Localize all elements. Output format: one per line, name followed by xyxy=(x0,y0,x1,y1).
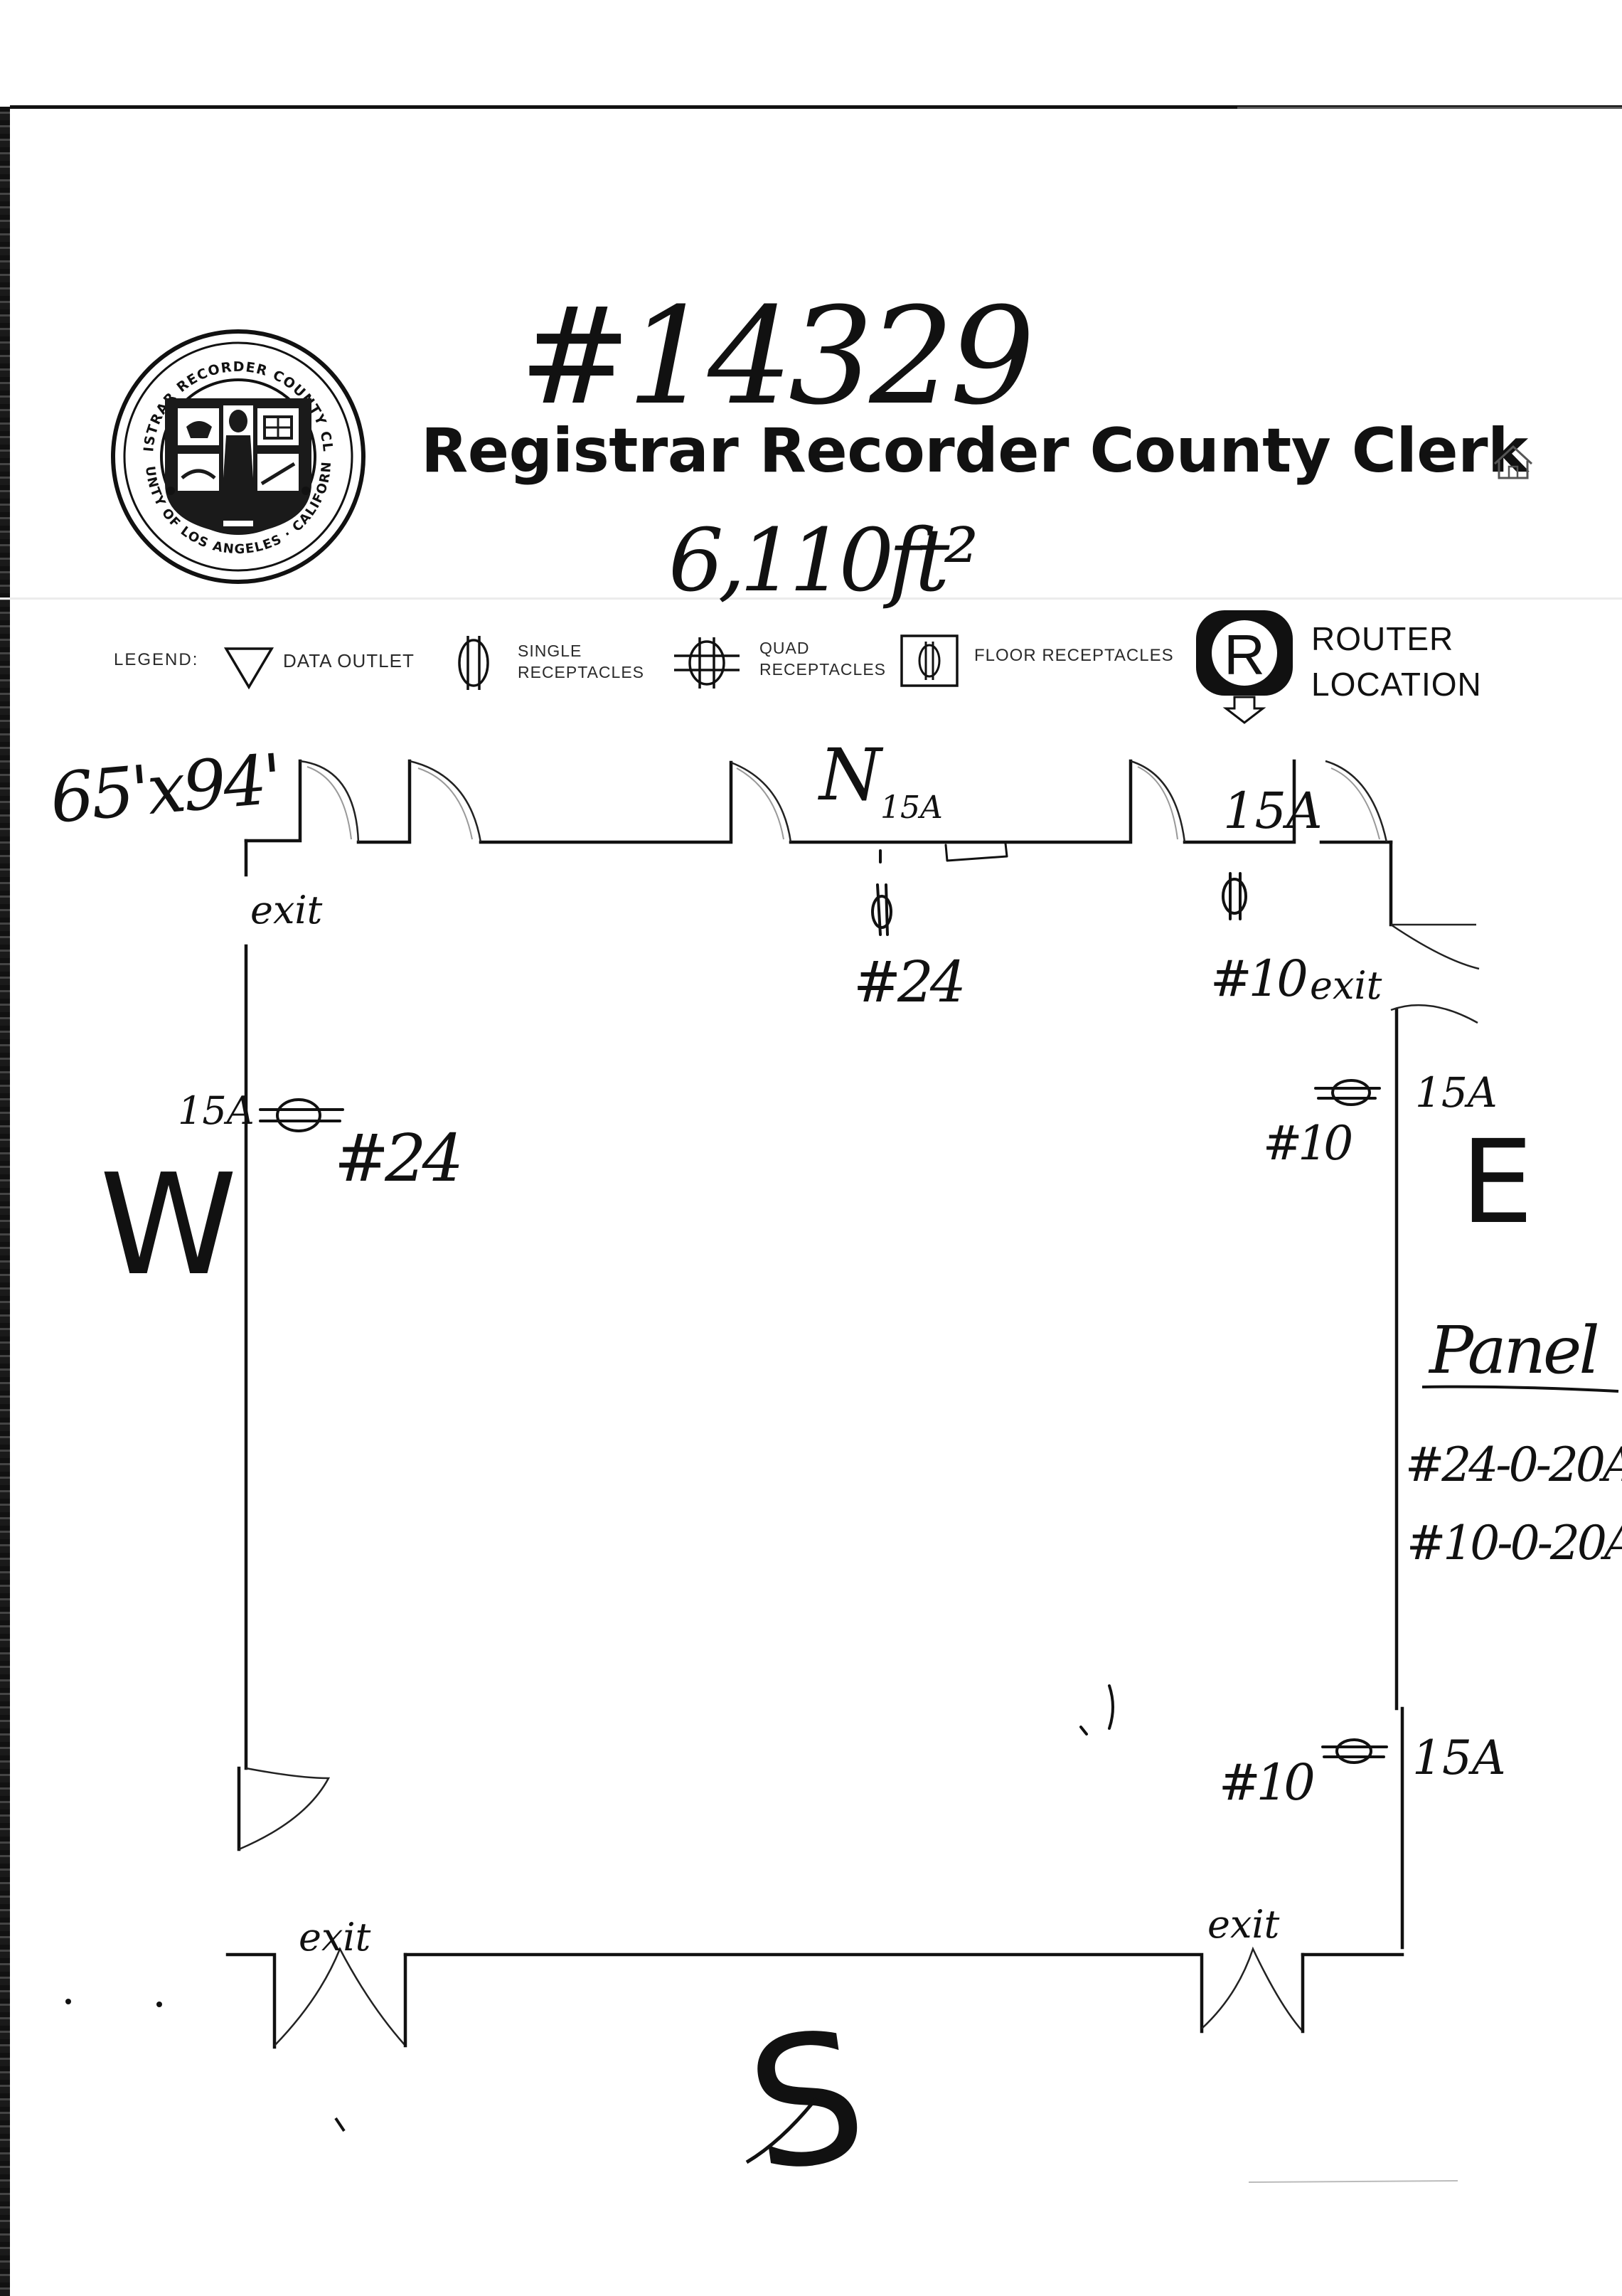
amperage-northeast: 15A xyxy=(1223,782,1323,840)
legend-quad-line2: RECEPTACLES xyxy=(759,660,887,679)
north-wall xyxy=(244,759,1393,844)
router-letter: R xyxy=(1224,623,1265,686)
east-quad-receptacle-lower xyxy=(1321,1738,1388,1764)
data-outlet-icon xyxy=(223,647,274,690)
exit-label-northwest: exit xyxy=(250,888,323,932)
dimensions-note: 65'x94' xyxy=(47,739,283,839)
west-quad-receptacle xyxy=(259,1098,344,1132)
north-door-swing-2 xyxy=(409,760,482,843)
header-divider xyxy=(0,597,1622,600)
scan-top-edge-right xyxy=(1237,107,1622,109)
router-icon: R xyxy=(1196,610,1293,724)
legend-quad-line1: QUAD xyxy=(759,639,810,657)
circuit-southeast: #10 xyxy=(1219,1753,1314,1812)
stray-tick xyxy=(334,2117,346,2132)
circuit-northeast: #10 xyxy=(1210,950,1307,1008)
area-note: 6,110ft² xyxy=(668,510,976,611)
legend-single-line2: RECEPTACLES xyxy=(518,663,645,681)
legend-floor-receptacles-label: FLOOR RECEPTACLES xyxy=(974,646,1174,665)
west-label: W xyxy=(100,1144,238,1307)
south-label: S xyxy=(737,1992,877,2212)
east-wall xyxy=(1389,840,1404,1950)
north-door-swing-5 xyxy=(1325,760,1388,843)
project-number: #14329 xyxy=(519,279,1032,435)
south-exit-jambs xyxy=(403,1952,1305,2048)
scan-bottom-mark xyxy=(1248,2180,1458,2183)
north-panel-box xyxy=(944,842,1008,862)
south-east-exit-swing xyxy=(1201,1946,1303,2032)
panel-label-underline xyxy=(1421,1385,1619,1393)
legend-router-line2: LOCATION xyxy=(1311,666,1482,703)
seal-shield xyxy=(165,398,311,535)
legend-single-line1: SINGLE xyxy=(518,642,582,660)
panel-circuit-2: #10-0-20A xyxy=(1407,1516,1622,1570)
circuit-east: #10 xyxy=(1263,1116,1352,1171)
circuit-west: #24 xyxy=(334,1120,459,1196)
north-door-swing-1 xyxy=(299,760,360,843)
legend-label: LEGEND: xyxy=(114,650,199,669)
east-quad-receptacle-upper xyxy=(1314,1079,1381,1106)
south-west-exit-swing xyxy=(274,1947,406,2046)
panel-circuit-1: #24-0-20A xyxy=(1405,1437,1622,1492)
amperage-west: 15A xyxy=(178,1088,255,1133)
seal-inner-ring xyxy=(123,341,353,572)
north-door-swing-4 xyxy=(1130,760,1186,843)
exit-label-southeast: exit xyxy=(1207,1902,1280,1947)
scan-left-edge xyxy=(0,107,10,2296)
quad-receptacle-icon xyxy=(674,637,740,689)
west-wall xyxy=(237,839,248,1851)
south-label-tail xyxy=(745,2097,818,2164)
legend-router-line1: ROUTER xyxy=(1311,620,1454,657)
stray-dot-2 xyxy=(156,2002,162,2007)
stray-mark xyxy=(1079,1684,1114,1736)
legend-router-label: ROUTER LOCATION xyxy=(1311,616,1482,707)
seal-outer-ring xyxy=(111,329,366,584)
north-panel-receptacle xyxy=(871,849,892,936)
north-east-floor-receptacle xyxy=(1222,872,1247,920)
east-door-swing xyxy=(1390,923,1480,1024)
amperage-southeast: 15A xyxy=(1412,1731,1506,1785)
document-title: Registrar Recorder County Clerk xyxy=(421,415,1528,487)
north-label: N xyxy=(818,733,884,817)
exit-label-east: exit xyxy=(1310,963,1382,1008)
exit-label-southwest: exit xyxy=(299,1915,371,1960)
legend-quad-receptacles-label: QUAD RECEPTACLES xyxy=(759,637,886,680)
floor-receptacle-icon xyxy=(900,634,959,687)
legend-data-outlet-label: DATA OUTLET xyxy=(283,650,415,671)
west-door-swing xyxy=(238,1767,331,1851)
scan-top-edge xyxy=(10,105,1622,109)
single-receptacle-icon xyxy=(458,636,489,690)
stray-dot-1 xyxy=(65,1999,71,2004)
circuit-north: #24 xyxy=(853,949,963,1015)
north-door-ghost-swings xyxy=(306,766,1380,840)
panel-label: Panel xyxy=(1428,1312,1597,1388)
amperage-north: 15A xyxy=(880,790,943,826)
east-label: E xyxy=(1461,1116,1533,1250)
south-wall xyxy=(225,1952,1404,2049)
north-door-swing-3 xyxy=(730,761,792,843)
legend-single-receptacles-label: SINGLE RECEPTACLES xyxy=(518,640,644,683)
amperage-east: 15A xyxy=(1415,1068,1498,1117)
